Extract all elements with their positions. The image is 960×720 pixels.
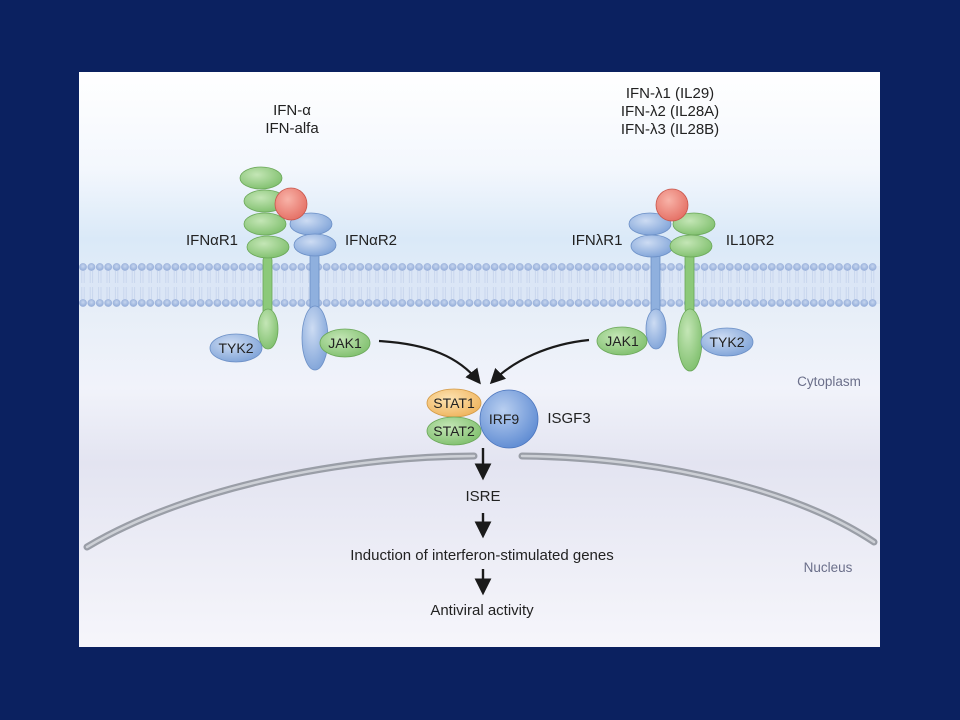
- ifn-lambda3-label: IFN-λ3 (IL28B): [621, 121, 719, 138]
- induction-label: Induction of interferon-stimulated genes: [350, 547, 614, 564]
- ifnar2-receptor: [289, 212, 337, 371]
- il10r2-label: IL10R2: [726, 232, 774, 249]
- stat2-label: STAT2: [433, 423, 475, 439]
- ifnlr1-receptor: [628, 212, 674, 350]
- ifnlr1-label: IFNλR1: [572, 232, 623, 249]
- jak1-right-kinase: JAK1: [596, 326, 648, 356]
- ifn-lambda1-label: IFN-λ1 (IL29): [626, 85, 714, 102]
- jak1-left-kinase: JAK1: [319, 328, 371, 358]
- ifn-alpha-ligand: [274, 187, 308, 221]
- tyk2-right-label: TYK2: [709, 334, 744, 350]
- diagram-panel: IFN-α IFN-alfa IFN-λ1 (IL29) IFN-λ2 (IL2…: [79, 72, 880, 647]
- ifn-alpha-label: IFN-α: [273, 102, 311, 119]
- ifn-lambda-ligand: [655, 188, 689, 222]
- jak1-left-label: JAK1: [328, 335, 362, 351]
- tyk2-left-label: TYK2: [218, 340, 253, 356]
- jak1-right-arrow: [489, 338, 590, 385]
- ifnar1-label: IFNαR1: [186, 232, 238, 249]
- isgf3-label: ISGF3: [547, 410, 590, 427]
- cell-background: [79, 72, 880, 647]
- irf9-protein: [479, 389, 539, 449]
- jak1-left-arrow: [378, 339, 481, 385]
- ifnar2-label: IFNαR2: [345, 232, 397, 249]
- stat2-protein: [426, 416, 482, 446]
- nuclear-envelope: [83, 452, 878, 551]
- irf9-label: IRF9: [489, 411, 520, 427]
- nucleus-label: Nucleus: [804, 560, 853, 575]
- cytoplasm-label: Cytoplasm: [797, 374, 861, 389]
- cell-membrane: [79, 263, 880, 307]
- ifn-alfa-label: IFN-alfa: [265, 120, 319, 137]
- isre-label: ISRE: [465, 488, 500, 505]
- il10r2-receptor: [669, 212, 716, 372]
- jak1-right-label: JAK1: [605, 333, 639, 349]
- tyk2-left-kinase: TYK2: [209, 333, 263, 363]
- antiviral-label: Antiviral activity: [430, 602, 534, 619]
- ifn-lambda2-label: IFN-λ2 (IL28A): [621, 103, 719, 120]
- isgf3-complex: STAT1 STAT2 IRF9: [426, 388, 539, 449]
- stat1-label: STAT1: [433, 395, 475, 411]
- tyk2-right-kinase: TYK2: [700, 327, 754, 357]
